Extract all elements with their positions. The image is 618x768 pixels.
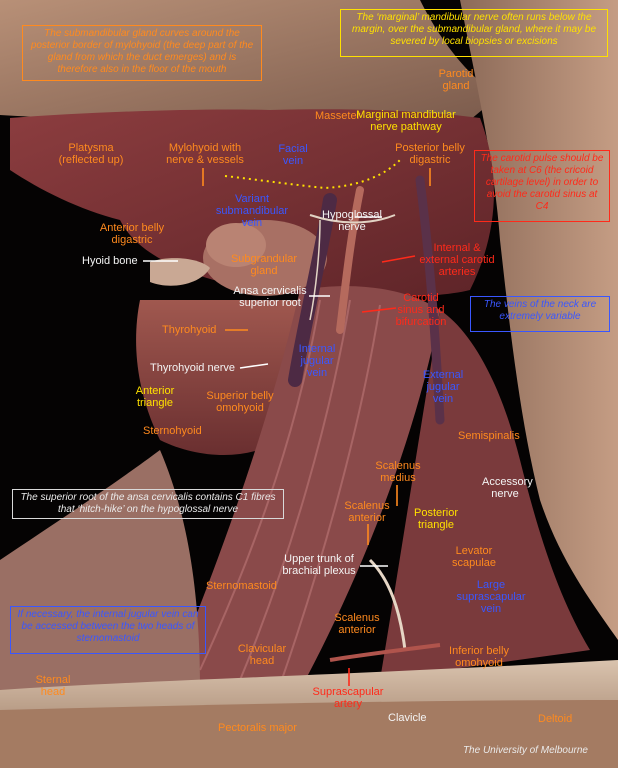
arrow-thyrohyoid-nerve <box>239 363 269 369</box>
sternomastoid-fibres <box>199 299 381 686</box>
label-accessory-nerve: Accessory nerve <box>482 476 533 500</box>
gland-lobe <box>206 223 266 267</box>
label-scalenus-medius: Scalenus medius <box>375 460 421 484</box>
label-posterior-triangle: Posterior triangle <box>413 507 459 531</box>
label-superior-belly-omohyoid: Superior belly omohyoid <box>206 390 274 414</box>
arrow-carotid-sinus <box>361 307 397 313</box>
label-carotid-arteries: Internal & external carotid arteries <box>419 242 495 278</box>
label-external-jugular-vein: External jugular vein <box>422 369 464 405</box>
label-semispinalis: Semispinalis <box>458 430 520 442</box>
note-internal-jugular: If necessary, the internal jugular vein … <box>10 606 206 654</box>
external-jugular-vein-shape <box>415 175 445 425</box>
label-facial-vein: Facial vein <box>278 143 308 167</box>
label-thyrohyoid: Thyrohyoid <box>162 324 217 336</box>
label-ansa-superior-root: Ansa cervicalis superior root <box>233 285 307 309</box>
label-mylohyoid: Mylohyoid with nerve & vessels <box>166 142 244 166</box>
label-large-suprascapular-vein: Large suprascapular vein <box>456 579 526 615</box>
clavicle-shape <box>0 660 618 712</box>
note-neck-veins: The veins of the neck are extremely vari… <box>470 296 610 332</box>
label-levator-scapulae: Levator scapulae <box>451 545 497 569</box>
note-ansa-cervicalis: The superior root of the ansa cervicalis… <box>12 489 284 519</box>
label-carotid-sinus: Carotid sinus and bifurcation <box>395 292 447 328</box>
label-sternal-head: Sternal head <box>35 674 71 698</box>
lower-left-tissue <box>0 450 200 700</box>
label-variant-submandibular-vein: Variant submandibular vein <box>215 193 289 229</box>
label-inferior-belly-omohyoid: Inferior belly omohyoid <box>449 645 509 669</box>
sternomastoid-shape <box>170 286 440 690</box>
hypoglossal-nerve-shape <box>309 214 396 224</box>
label-scalenus-anterior-lower: Scalenus anterior <box>334 612 380 636</box>
upper-dissection <box>10 109 494 298</box>
pointer-arrows <box>143 168 431 686</box>
arrow-carotid-arteries <box>381 255 416 263</box>
label-masseter: Masseter <box>315 110 361 122</box>
posterior-triangle-shape <box>380 310 590 680</box>
label-posterior-belly-digastric: Posterior belly digastric <box>395 142 465 166</box>
label-anterior-triangle: Anterior triangle <box>135 385 175 409</box>
right-skin <box>460 0 618 640</box>
anterior-muscles <box>136 300 300 455</box>
label-sternomastoid: Sternomastoid <box>206 580 277 592</box>
label-brachial-plexus: Upper trunk of brachial plexus <box>282 553 356 577</box>
label-hyoid-bone: Hyoid bone <box>82 255 138 267</box>
label-thyrohyoid-nerve: Thyrohyoid nerve <box>150 362 235 374</box>
credit: The University of Melbourne <box>462 745 588 756</box>
marginal-nerve-path <box>224 159 401 190</box>
note-carotid-pulse: The carotid pulse should be taken at C6 … <box>474 150 610 222</box>
hyoid-shape <box>150 258 210 286</box>
label-sternohyoid: Sternohyoid <box>143 425 202 437</box>
label-parotid-gland: Parotid gland <box>438 68 474 92</box>
label-clavicle: Clavicle <box>388 712 427 724</box>
label-submandibular-gland: Subgrandular gland <box>230 253 298 277</box>
internal-jugular-vein-shape <box>288 193 337 387</box>
label-hypoglossal-nerve: Hypoglossal nerve <box>322 209 382 233</box>
label-platysma: Platysma (reflected up) <box>58 142 124 166</box>
note-submandibular: The submandibular gland curves around th… <box>22 25 262 81</box>
ansa-shape <box>309 219 321 321</box>
suprascapular-artery-shape <box>329 643 441 662</box>
label-anterior-belly-digastric: Anterior belly digastric <box>99 222 165 246</box>
label-scalenus-anterior-upper: Scalenus anterior <box>344 500 390 524</box>
carotid-shape <box>336 186 364 334</box>
face-skin <box>0 0 500 120</box>
label-marginal-mandibular-path: Marginal mandibular nerve pathway <box>356 109 456 133</box>
pectoral-shape <box>0 700 618 768</box>
label-internal-jugular-vein: Internal jugular vein <box>298 343 336 379</box>
label-pectoralis-major: Pectoralis major <box>218 722 297 734</box>
label-deltoid: Deltoid <box>538 713 573 725</box>
note-marginal-nerve: The ‘marginal’ mandibular nerve often ru… <box>340 9 608 57</box>
label-clavicular-head: Clavicular head <box>237 643 287 667</box>
label-suprascapular-artery: Suprascapular artery <box>312 686 384 710</box>
